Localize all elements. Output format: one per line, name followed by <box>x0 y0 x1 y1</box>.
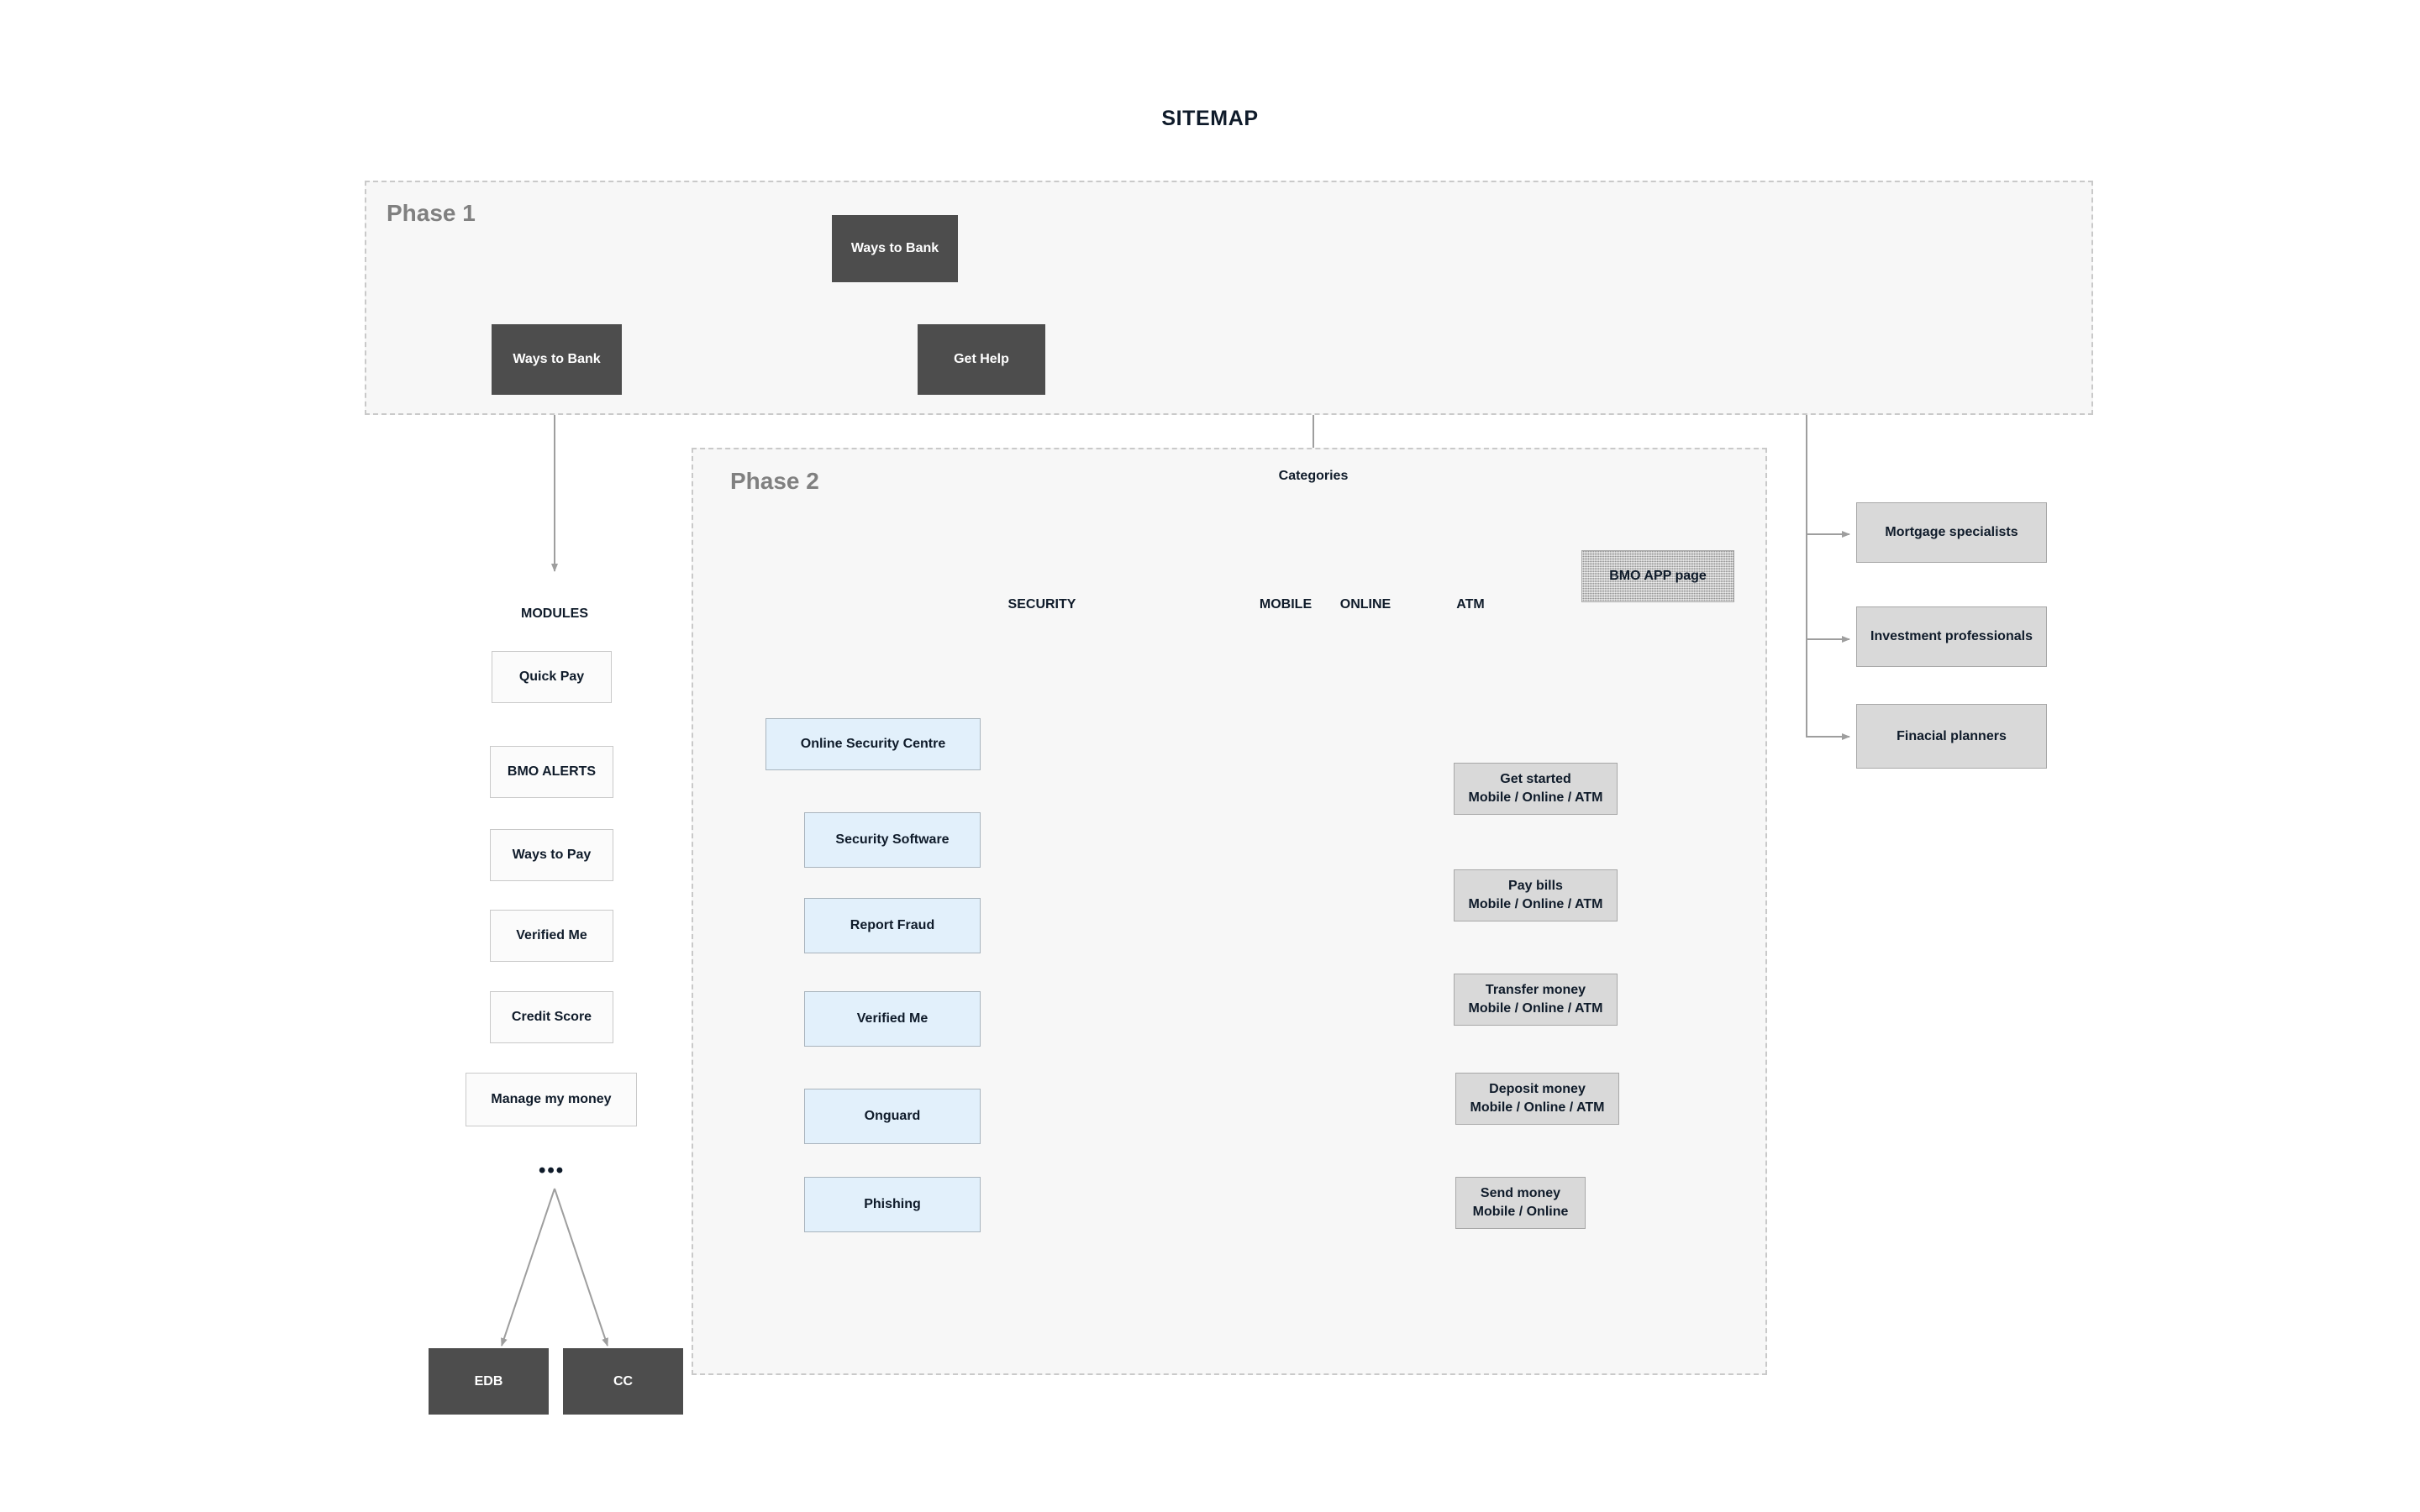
page-title: SITEMAP <box>1161 107 1259 130</box>
node-label: Ways to Bank <box>850 241 939 256</box>
module-manage-my-money[interactable]: Manage my money <box>466 1073 637 1126</box>
module-quick-pay[interactable]: Quick Pay <box>492 651 612 703</box>
task-deposit-money[interactable]: Deposit money Mobile / Online / ATM <box>1455 1073 1619 1125</box>
category-atm[interactable]: ATM <box>1456 597 1485 612</box>
category-online[interactable]: ONLINE <box>1339 597 1392 612</box>
phase-1-container <box>365 181 2093 415</box>
node-edb[interactable]: EDB <box>429 1348 549 1415</box>
node-label: Investment professionals <box>1870 629 2033 644</box>
task-channels: Mobile / Online <box>1472 1205 1569 1219</box>
task-pay-bills[interactable]: Pay bills Mobile / Online / ATM <box>1454 869 1618 921</box>
task-channels: Mobile / Online / ATM <box>1468 897 1603 911</box>
security-onguard[interactable]: Onguard <box>804 1089 981 1144</box>
task-title: Send money <box>1480 1186 1561 1201</box>
task-send-money[interactable]: Send money Mobile / Online <box>1455 1177 1586 1229</box>
node-label: CC <box>613 1373 634 1389</box>
task-title: Pay bills <box>1508 879 1563 894</box>
task-get-started[interactable]: Get started Mobile / Online / ATM <box>1454 763 1618 815</box>
node-label: Finacial planners <box>1897 728 2007 743</box>
task-channels: Mobile / Online / ATM <box>1470 1100 1605 1115</box>
phase-1-label: Phase 1 <box>387 200 476 226</box>
advisor-finacial-planners[interactable]: Finacial planners <box>1856 704 2047 769</box>
task-transfer-money[interactable]: Transfer money Mobile / Online / ATM <box>1454 974 1618 1026</box>
module-credit-score[interactable]: Credit Score <box>490 991 613 1043</box>
node-label: Quick Pay <box>518 669 585 685</box>
phase-2-label: Phase 2 <box>730 468 819 494</box>
node-label: Onguard <box>864 1109 921 1124</box>
node-label: Online Security Centre <box>800 737 946 752</box>
node-label: BMO ALERTS <box>507 764 597 780</box>
node-get-help[interactable]: Get Help <box>918 324 1045 395</box>
security-report-fraud[interactable]: Report Fraud <box>804 898 981 953</box>
node-label: Manage my money <box>491 1092 612 1107</box>
advisor-investment-professionals[interactable]: Investment professionals <box>1856 606 2047 667</box>
node-label: Verified Me <box>516 928 587 943</box>
security-online-security-centre[interactable]: Online Security Centre <box>765 718 981 770</box>
security-verified-me[interactable]: Verified Me <box>804 991 981 1047</box>
node-ways-to-bank-left[interactable]: Ways to Bank <box>492 324 622 395</box>
node-label: Ways to Bank <box>513 352 601 367</box>
node-bmo-app-page[interactable]: BMO APP page <box>1581 550 1734 602</box>
task-title: Get started <box>1500 772 1571 787</box>
task-title: Deposit money <box>1489 1082 1586 1097</box>
category-security[interactable]: SECURITY <box>1007 597 1076 612</box>
node-label: Get Help <box>954 352 1009 367</box>
modules-heading: MODULES <box>521 606 588 621</box>
task-title: Transfer money <box>1485 983 1586 998</box>
node-label: EDB <box>474 1373 503 1389</box>
node-label: Report Fraud <box>850 918 935 933</box>
task-channels: Mobile / Online / ATM <box>1468 1001 1603 1016</box>
module-bmo-alerts[interactable]: BMO ALERTS <box>490 746 613 798</box>
categories-root-label: Categories <box>1278 469 1349 483</box>
module-verified-me[interactable]: Verified Me <box>490 910 613 962</box>
node-cc[interactable]: CC <box>563 1348 683 1415</box>
security-security-software[interactable]: Security Software <box>804 812 981 868</box>
node-label: BMO APP page <box>1609 569 1707 584</box>
task-channels: Mobile / Online / ATM <box>1468 790 1603 805</box>
modules-ellipsis: ••• <box>539 1159 566 1182</box>
category-mobile[interactable]: MOBILE <box>1259 597 1313 612</box>
node-label: Security Software <box>835 832 950 848</box>
module-ways-to-pay[interactable]: Ways to Pay <box>490 829 613 881</box>
node-label: Mortgage specialists <box>1885 525 2018 540</box>
advisor-mortgage-specialists[interactable]: Mortgage specialists <box>1856 502 2047 563</box>
security-phishing[interactable]: Phishing <box>804 1177 981 1232</box>
node-label: Ways to Pay <box>512 848 592 863</box>
node-label: Verified Me <box>856 1011 929 1026</box>
node-ways-to-bank-top[interactable]: Ways to Bank <box>832 215 958 282</box>
node-label: Phishing <box>864 1197 921 1212</box>
node-label: Credit Score <box>511 1010 592 1025</box>
